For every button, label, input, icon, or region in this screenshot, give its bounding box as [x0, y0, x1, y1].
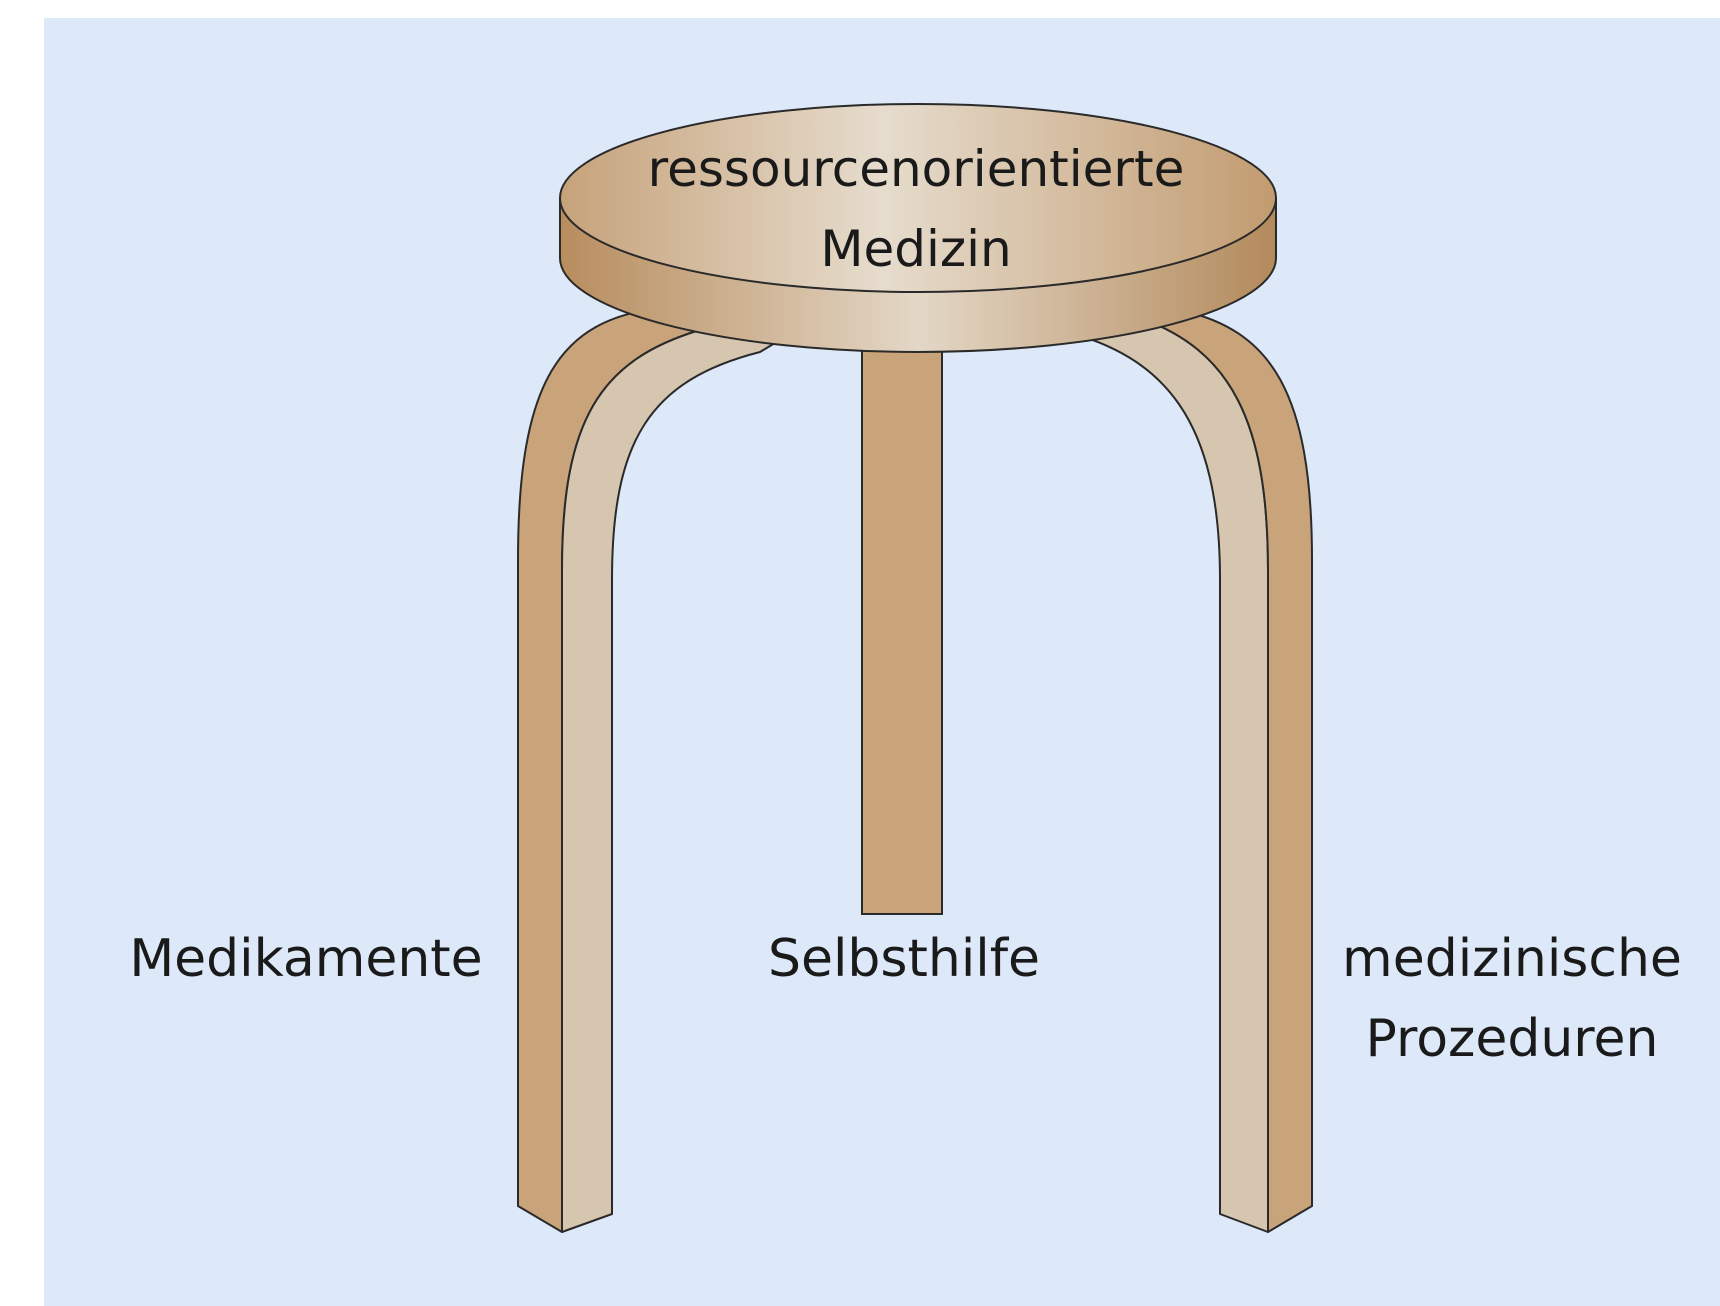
- middle-leg-label: Selbsthilfe: [768, 929, 1040, 989]
- middle-leg: [861, 339, 943, 915]
- right-leg-label-line-2: Prozeduren: [1366, 1009, 1659, 1069]
- seat-label-line-2: Medizin: [820, 220, 1011, 278]
- left-leg-inner-face: [561, 329, 781, 1233]
- right-leg-outer-face: [1139, 309, 1313, 1233]
- right-leg-label-line-1: medizinische: [1342, 929, 1682, 989]
- seat-label-line-1: ressourcenorientierte: [648, 140, 1185, 198]
- left-leg-label: Medikamente: [129, 929, 482, 989]
- seat-top: [559, 103, 1277, 293]
